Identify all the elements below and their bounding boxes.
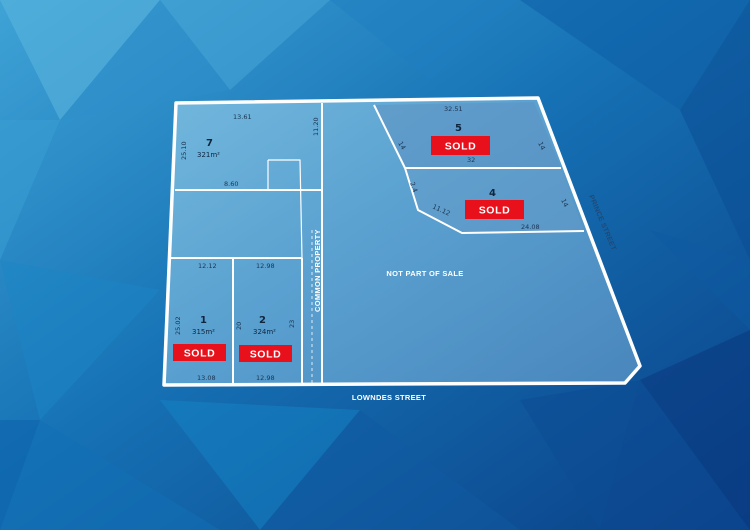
site-boundary: [162, 96, 642, 387]
lot-5: 32.51 14 32 14 5 SOLD: [396, 105, 547, 164]
lot-6-area: 321m²: [197, 151, 220, 159]
lot-4-sold-label: SOLD: [479, 205, 511, 217]
boundary-lines: [162, 96, 642, 387]
common-property-label: COMMON PROPERTY: [313, 229, 322, 312]
lot-6-number: 7: [206, 138, 213, 149]
lot-1-dim-bottom: 13.08: [197, 374, 216, 382]
lot-1-area: 315m²: [192, 328, 215, 336]
lot-1: 1 315m² 25.02 12.12 13.08 SOLD: [173, 262, 226, 382]
common-property-dim: 11.20: [312, 117, 320, 136]
lot-2-sold-badge: [239, 345, 292, 362]
lot-4-number: 4: [489, 188, 496, 199]
lot-5-dim-bottom: 32: [467, 156, 475, 164]
lot-5-dim-left: 14: [396, 140, 407, 151]
lot-5-fill: [374, 102, 561, 168]
lot-2: 2 324m² 20 12.98 23 12.98 SOLD: [235, 262, 296, 382]
lowndes-street-label: LOWNDES STREET: [352, 393, 426, 402]
lot-1-number: 1: [200, 315, 207, 326]
lot-4-dim-left: 2.4: [408, 181, 419, 193]
lot-2-area: 324m²: [253, 328, 276, 336]
lot-1-sold-badge: [173, 344, 226, 361]
lot-2-dim-left: 20: [235, 322, 243, 330]
lot-2-sold-label: SOLD: [250, 349, 282, 361]
lot-5-sold-badge: [431, 136, 490, 155]
lot-4-dim-right: 14: [559, 197, 570, 208]
lot-1-dim-left: 25.02: [174, 316, 182, 335]
lot-6: 7 321m² 13.61 25.10 8.60: [180, 113, 252, 188]
common-property: 11.20 COMMON PROPERTY: [312, 117, 322, 312]
lot-2-dim-bottom: 12.98: [256, 374, 275, 382]
lot-4-sold-badge: [465, 200, 524, 219]
lot-6-dim-top: 13.61: [233, 113, 252, 121]
not-part-of-sale-label: NOT PART OF SALE: [386, 269, 463, 278]
lot-5-dim-top: 32.51: [444, 105, 463, 113]
lot-5-sold-label: SOLD: [445, 141, 477, 153]
lot-6-dim-bottom: 8.60: [224, 180, 238, 188]
lot-2-dim-right: 23: [288, 320, 296, 328]
lot-1-sold-label: SOLD: [184, 348, 216, 360]
lot-2-dim-top: 12.98: [256, 262, 275, 270]
lot-2-number: 2: [259, 315, 266, 326]
lot-5-dim-right: 14: [536, 140, 547, 151]
lot-1-dim-top: 12.12: [198, 262, 217, 270]
lot-5-number: 5: [455, 123, 462, 134]
lot-4-dim-bottom: 24.08: [521, 223, 540, 231]
site-area: [164, 98, 640, 385]
lot-6-dim-left: 25.10: [180, 141, 188, 160]
